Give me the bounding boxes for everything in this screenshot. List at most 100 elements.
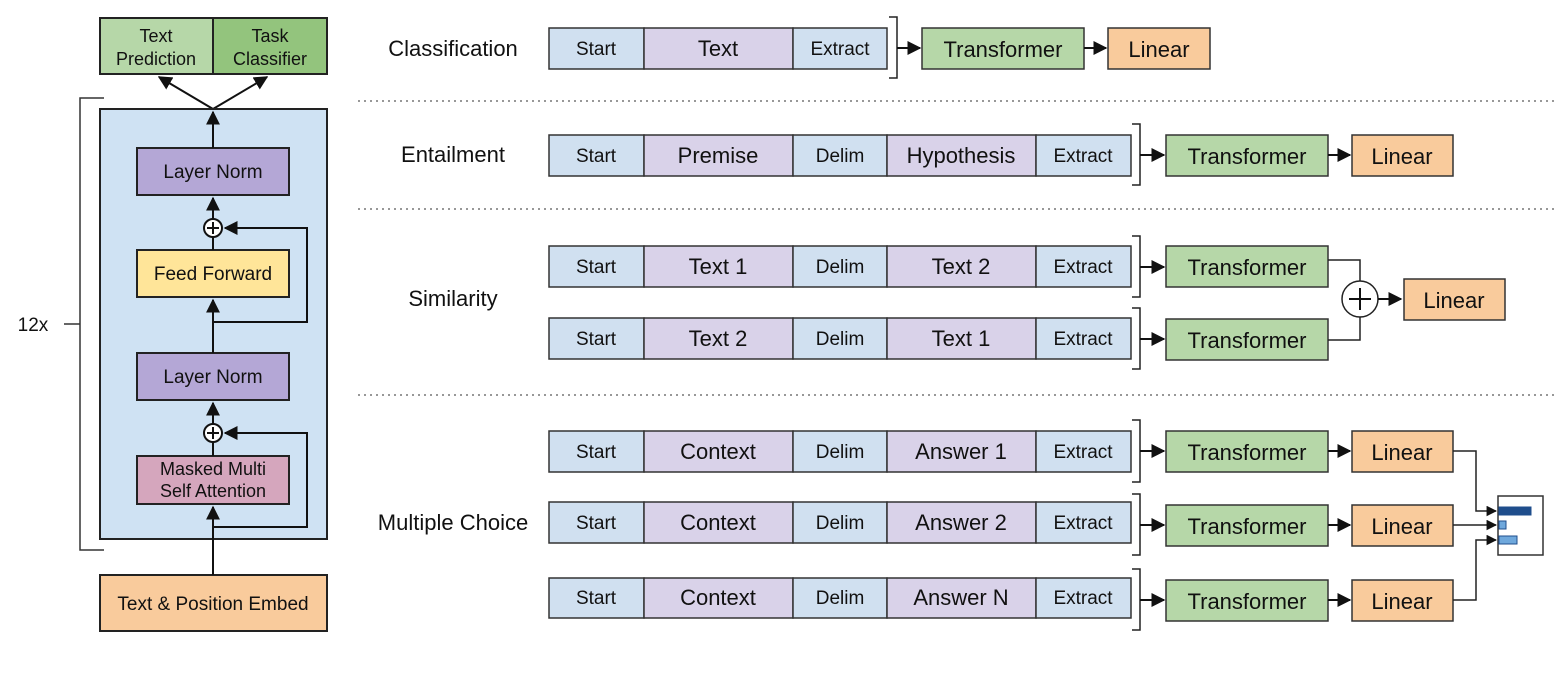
linear-label: Linear: [1423, 288, 1484, 313]
token-text-2: [886, 245, 1037, 288]
token-start: [548, 430, 645, 473]
token-extract: [792, 27, 888, 70]
text-prediction-box: [99, 17, 214, 75]
attention-label-line1: Masked Multi: [160, 459, 266, 479]
token-extract: [1035, 501, 1132, 544]
softmax-bar-1: [1498, 506, 1532, 516]
entailment-row: Start Premise Delim Hypothesis Extract T…: [548, 123, 1454, 186]
token-start: [548, 134, 645, 177]
linear-box: [1351, 579, 1454, 622]
linear-label: Linear: [1371, 440, 1432, 465]
token-label: Delim: [816, 513, 865, 534]
bracket: [1132, 307, 1141, 370]
token-premise-label: Premise: [678, 143, 759, 168]
token-delim: [792, 245, 888, 288]
token-hypothesis: [886, 134, 1037, 177]
token-label: Extract: [1053, 442, 1113, 463]
token-extract-label: Extract: [810, 39, 870, 60]
token-text: [643, 27, 794, 70]
text-position-embed: [99, 574, 328, 632]
layer-norm-top-label: Layer Norm: [163, 162, 262, 183]
multiple-choice-row-1: Start Context Delim Answer 1 Extract Tra…: [548, 419, 1454, 483]
token-label: Context: [680, 439, 756, 464]
token-label: Extract: [1053, 329, 1113, 350]
token-extract-label: Extract: [1053, 146, 1113, 167]
token-text-1: [886, 317, 1037, 360]
layer-norm-bottom: [136, 352, 290, 401]
softmax-bar-2: [1498, 520, 1507, 530]
token-label: Answer 1: [915, 439, 1007, 464]
token-start: [548, 501, 645, 544]
bracket: [1132, 568, 1141, 631]
bracket: [1132, 419, 1141, 483]
attention-label-line2: Self Attention: [160, 481, 266, 501]
similarity-row-1: Start Text 1 Delim Text 2 Extract Transf…: [548, 235, 1329, 298]
similarity-row-2: Start Text 2 Delim Text 1 Extract Transf…: [548, 307, 1329, 370]
token-text-1: [643, 245, 794, 288]
text-prediction-line2: Prediction: [116, 49, 196, 69]
layer-norm-top: [136, 147, 290, 196]
token-label: Start: [576, 257, 617, 278]
token-extract: [1035, 134, 1132, 177]
arrow-to-text-prediction: [157, 76, 214, 110]
transformer-box: [1165, 134, 1329, 177]
token-label: Delim: [816, 442, 865, 463]
token-label: Delim: [816, 329, 865, 350]
task-label-entailment: Entailment: [401, 142, 505, 167]
token-label: Text 2: [689, 326, 748, 351]
token-label: Start: [576, 329, 617, 350]
linear-label: Linear: [1128, 37, 1189, 62]
token-delim: [792, 501, 888, 544]
token-start: [548, 245, 645, 288]
token-delim: [792, 577, 888, 619]
token-label: Extract: [1053, 513, 1113, 534]
text-prediction-line1: Text: [139, 26, 172, 46]
token-label: Start: [576, 513, 617, 534]
transformer-box: [1165, 504, 1329, 547]
multiple-choice-row-3: Start Context Delim Answer N Extract Tra…: [548, 568, 1454, 631]
token-start-label: Start: [576, 39, 617, 60]
masked-self-attention: [136, 455, 290, 505]
token-answer: [886, 501, 1037, 544]
task-classifier-line2: Classifier: [233, 49, 307, 69]
token-answer: [886, 577, 1037, 619]
linear-box: [1107, 27, 1211, 70]
token-start: [548, 317, 645, 360]
token-extract: [1035, 577, 1132, 619]
token-start-label: Start: [576, 146, 617, 167]
token-label: Extract: [1053, 257, 1113, 278]
token-extract: [1035, 317, 1132, 360]
transformer-label: Transformer: [1188, 144, 1307, 169]
embed-label: Text & Position Embed: [117, 594, 308, 615]
token-premise: [643, 134, 794, 177]
transformer-label: Transformer: [1188, 514, 1307, 539]
transformer-box: [1165, 579, 1329, 622]
classification-row: Start Text Extract Transformer Linear: [548, 16, 1211, 79]
similarity-merge: Linear: [1328, 259, 1506, 341]
softmax-output: [1453, 450, 1544, 601]
repeat-label: 12x: [18, 315, 49, 336]
token-text-label: Text: [698, 36, 738, 61]
token-start: [548, 577, 645, 619]
linear-box: [1351, 430, 1454, 473]
transformer-label: Transformer: [1188, 328, 1307, 353]
connector: [1328, 259, 1361, 281]
token-answer: [886, 430, 1037, 473]
residual-attention: [213, 426, 308, 528]
connector: [1328, 317, 1361, 341]
task-classifier-line1: Task: [251, 26, 289, 46]
softmax-bar-3: [1498, 535, 1518, 545]
token-label: Answer N: [913, 585, 1008, 610]
bracket: [1132, 123, 1141, 186]
token-context: [643, 501, 794, 544]
token-label: Text 1: [689, 254, 748, 279]
token-label: Context: [680, 510, 756, 535]
bracket: [1132, 235, 1141, 298]
transformer-box: [921, 27, 1085, 70]
transformer-box: [1165, 318, 1329, 361]
token-extract: [1035, 245, 1132, 288]
token-label: Text 2: [932, 254, 991, 279]
linear-label: Linear: [1371, 144, 1432, 169]
linear-box: [1351, 504, 1454, 547]
transformer-label: Transformer: [1188, 255, 1307, 280]
